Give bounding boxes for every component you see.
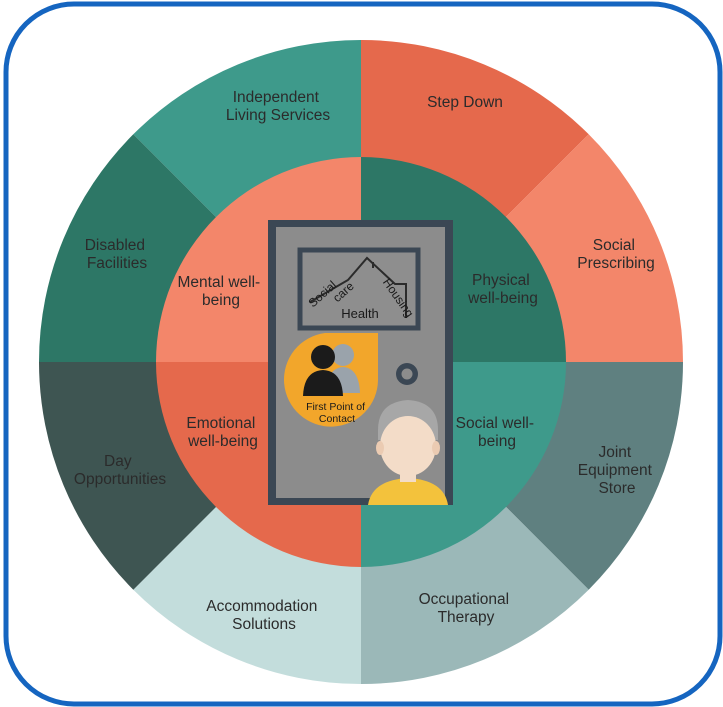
house-roof-icon xyxy=(309,256,407,318)
label-disabled-facilities: Disabled Facilities xyxy=(85,237,150,272)
label-step-down: Step Down xyxy=(427,94,503,111)
people-icon xyxy=(303,344,360,396)
label-social-prescribing: Social Prescribing xyxy=(577,237,655,272)
label-emotional-wellbeing: Emotional well-being xyxy=(186,415,259,450)
label-occupational-therapy: Occupational Therapy xyxy=(419,591,514,626)
sign-health: Health xyxy=(341,306,379,321)
label-mental-wellbeing: Mental well- being xyxy=(177,274,264,309)
label-physical-wellbeing: Physical well-being xyxy=(467,272,538,307)
door-sign xyxy=(297,247,421,331)
elderly-person-icon xyxy=(368,400,448,505)
label-independent-living: Independent Living Services xyxy=(226,89,330,124)
contact-badge: First Point of Contact xyxy=(284,333,378,427)
label-social-wellbeing: Social well- being xyxy=(456,415,539,450)
door-knob-icon xyxy=(396,363,418,385)
contact-label: First Point of Contact xyxy=(306,401,368,425)
label-accommodation: Accommodation Solutions xyxy=(206,598,321,633)
label-joint-equipment: Joint Equipment Store xyxy=(578,444,656,497)
label-day-opportunities: Day Opportunities xyxy=(74,453,166,488)
